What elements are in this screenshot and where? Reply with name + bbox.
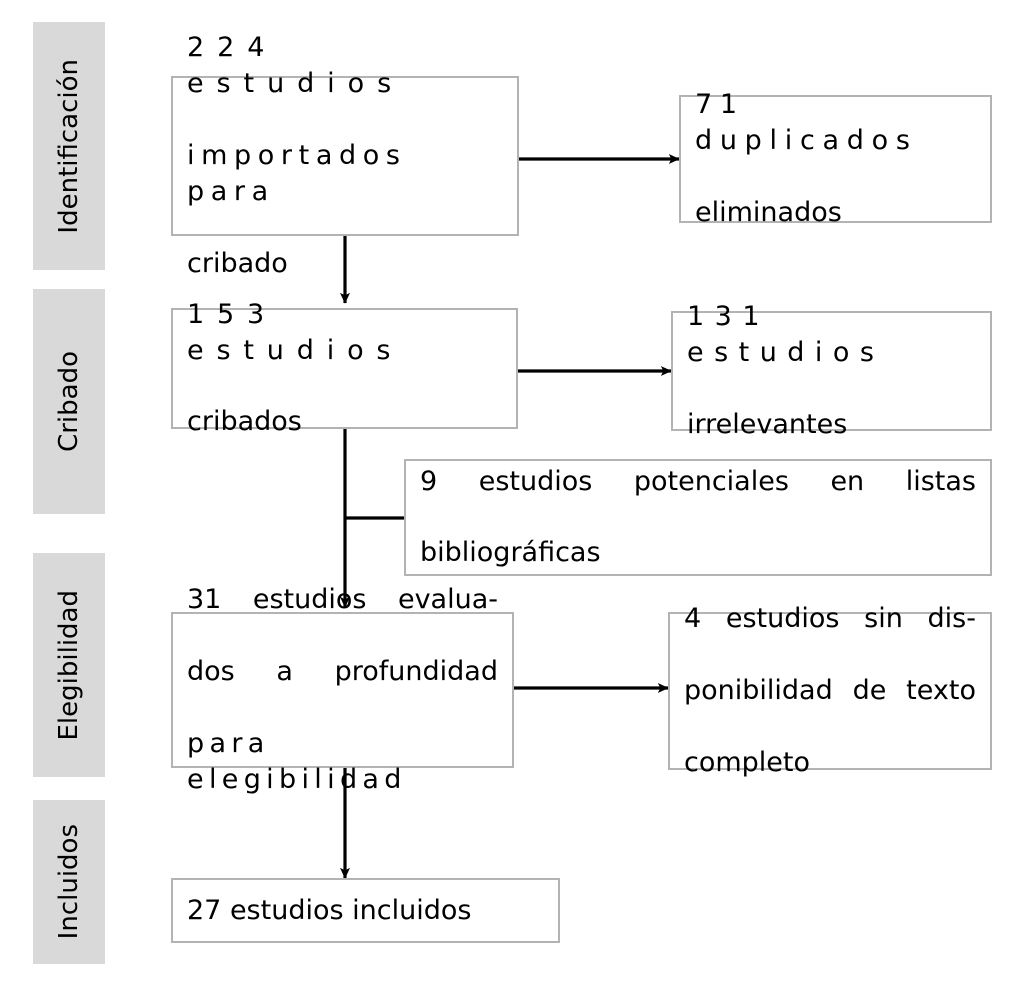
stage-label-identificacion: Identificación bbox=[54, 58, 84, 234]
box-duplicates-removed-text: 71 duplicados eliminados bbox=[681, 51, 990, 266]
box-bibliographic-line-2: bibliográficas bbox=[420, 537, 601, 569]
box-screened-line-1: 153 estudios bbox=[187, 298, 404, 366]
stage-label-cribado: Cribado bbox=[54, 351, 84, 452]
box-assessed-line-1: 31 estudios evalua- bbox=[187, 584, 498, 616]
box-duplicates-removed[interactable]: 71 duplicados eliminados bbox=[679, 89, 992, 228]
box-irrelevant-line-1: 131 estudios bbox=[687, 301, 885, 369]
box-bibliographic-line-1: 9 estudios potenciales en listas bbox=[420, 465, 976, 497]
stage-band-cribado: Cribado bbox=[33, 289, 105, 514]
stage-band-elegibilidad: Elegibilidad bbox=[33, 553, 105, 777]
box-assessed-line-2: dos a profundidad bbox=[187, 656, 498, 688]
box-imported-text: 224 estudios importados para cribado bbox=[173, 0, 517, 318]
box-irrelevant[interactable]: 131 estudios irrelevantes bbox=[671, 301, 992, 440]
box-imported-line-3: cribado bbox=[187, 247, 288, 279]
box-bibliographic-text: 9 estudios potenciales en listas bibliog… bbox=[406, 428, 990, 608]
box-assessed-line-3: para elegibilidad bbox=[187, 727, 407, 795]
box-irrelevant-text: 131 estudios irrelevantes bbox=[673, 263, 990, 478]
box-bibliographic[interactable]: 9 estudios potenciales en listas bibliog… bbox=[404, 459, 992, 576]
box-screened-line-2: cribados bbox=[187, 406, 302, 438]
stage-label-incluidos: Incluidos bbox=[54, 824, 84, 940]
box-assessed-text: 31 estudios evalua- dos a profundidad pa… bbox=[173, 546, 512, 833]
box-no-fulltext[interactable]: 4 estudios sin dis- ponibilidad de texto… bbox=[668, 603, 992, 778]
box-screened[interactable]: 153 estudios cribados bbox=[171, 299, 518, 437]
box-included-text: 27 estudios incluidos bbox=[173, 857, 558, 965]
box-duplicates-removed-line-1: 71 duplicados bbox=[695, 89, 918, 157]
box-included-line-1: 27 estudios incluidos bbox=[187, 894, 472, 926]
box-no-fulltext-line-3: completo bbox=[684, 746, 811, 778]
stage-band-identificacion: Identificación bbox=[33, 22, 105, 270]
box-irrelevant-line-2: irrelevantes bbox=[687, 408, 848, 440]
stage-label-elegibilidad: Elegibilidad bbox=[54, 589, 84, 741]
stage-band-incluidos: Incluidos bbox=[33, 800, 105, 964]
box-imported-line-2: importados para bbox=[187, 140, 407, 207]
box-imported[interactable]: 224 estudios importados para cribado bbox=[171, 32, 519, 279]
box-imported-line-1: 224 estudios bbox=[187, 32, 405, 100]
box-included[interactable]: 27 estudios incluidos bbox=[171, 878, 560, 943]
box-assessed[interactable]: 31 estudios evalua- dos a profundidad pa… bbox=[171, 584, 514, 795]
box-no-fulltext-line-2: ponibilidad de texto bbox=[684, 675, 976, 707]
box-screened-text: 153 estudios cribados bbox=[173, 261, 516, 476]
box-duplicates-removed-line-2: eliminados bbox=[695, 196, 842, 228]
box-no-fulltext-line-1: 4 estudios sin dis- bbox=[684, 603, 976, 635]
box-no-fulltext-text: 4 estudios sin dis- ponibilidad de texto… bbox=[670, 565, 990, 816]
